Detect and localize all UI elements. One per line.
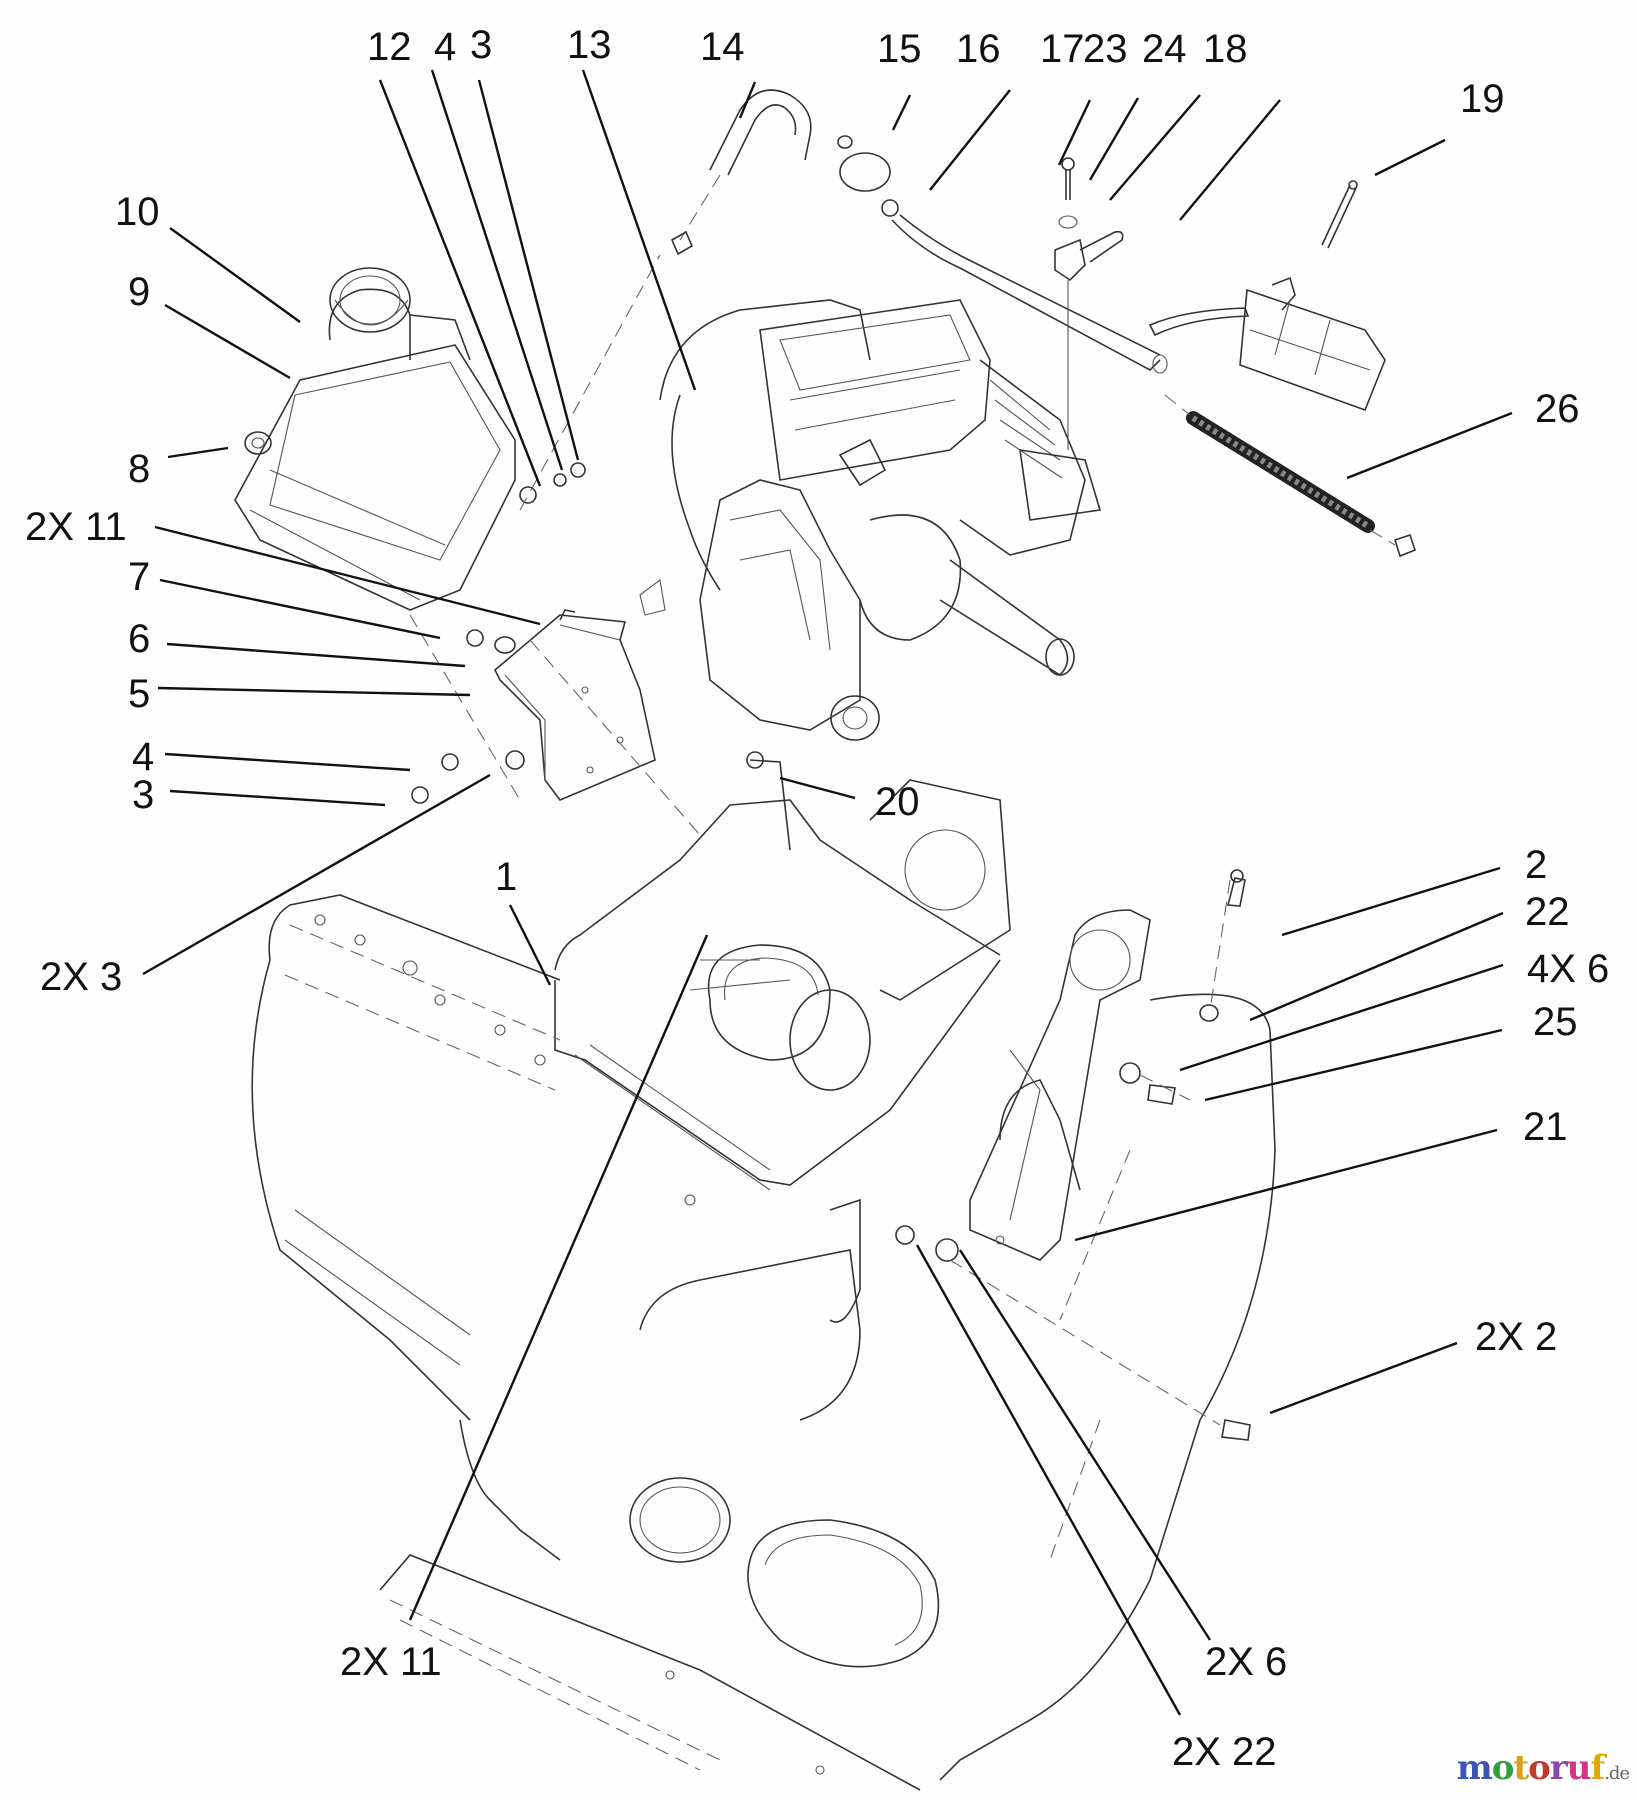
callout-12: 12: [367, 25, 412, 69]
leader-4x6: [1179, 963, 1504, 1072]
callout-19: 19: [1460, 77, 1505, 121]
leader-12: [378, 79, 542, 487]
leader-13: [581, 69, 697, 391]
callout-1: 1: [495, 855, 517, 899]
leader-26: [1346, 411, 1513, 480]
watermark-letter: t: [1513, 1748, 1529, 1788]
callout-25: 25: [1533, 1000, 1578, 1044]
leader-2x6: [958, 1249, 1212, 1641]
watermark-suffix: .de: [1604, 1763, 1630, 1784]
callout-2x22: 2X 22: [1172, 1730, 1277, 1774]
callout-5: 5: [128, 672, 150, 716]
choke-lever: [1054, 157, 1124, 450]
fuel-cap: [329, 267, 411, 333]
leader-15: [891, 94, 912, 131]
watermark-letter: o: [1528, 1748, 1551, 1788]
leader-18: [1179, 99, 1281, 221]
callout-2x11-top: 2X 11: [25, 505, 127, 549]
callout-14: 14: [700, 25, 745, 69]
callout-16: 16: [956, 27, 1001, 71]
callout-3-top: 3: [470, 23, 492, 67]
callout-4-top: 4: [434, 25, 456, 69]
spring: [1164, 394, 1416, 558]
auger-housing: [251, 894, 1276, 1791]
callout-2x2: 2X 2: [1475, 1315, 1557, 1359]
callout-6: 6: [128, 617, 150, 661]
leader-3-left: [169, 789, 386, 807]
watermark-letter: m: [1456, 1748, 1493, 1788]
callout-8: 8: [128, 447, 150, 491]
leader-2x11-bottom: [408, 934, 709, 1621]
leader-2x22: [915, 1244, 1182, 1716]
tank-hardware: [519, 254, 661, 511]
watermark-letter: o: [1491, 1748, 1515, 1788]
callout-2: 2: [1525, 843, 1547, 887]
callout-2x11-bottom: 2X 11: [340, 1640, 442, 1684]
callout-13: 13: [567, 23, 612, 67]
leader-16: [929, 89, 1011, 191]
callout-22: 22: [1525, 890, 1570, 934]
mounting-plate: [554, 751, 1011, 1191]
callout-10: 10: [115, 190, 160, 234]
watermark-letter: r: [1549, 1748, 1568, 1788]
leader-17: [1057, 99, 1092, 166]
callout-4-left: 4: [132, 735, 154, 779]
leader-2x3: [142, 773, 491, 976]
watermark-text: motoruf: [1456, 1748, 1605, 1788]
leader-5: [157, 686, 471, 697]
watermark-letter: u: [1566, 1748, 1592, 1788]
callout-21: 21: [1523, 1105, 1568, 1149]
callout-15: 15: [877, 27, 922, 71]
callout-18: 18: [1203, 27, 1248, 71]
watermark-logo: motoruf.de: [1456, 1748, 1630, 1788]
callout-17: 17: [1040, 27, 1085, 71]
leader-20: [779, 776, 856, 800]
leader-8: [167, 446, 229, 459]
fuel-tank: [234, 288, 516, 611]
callout-7: 7: [128, 555, 150, 599]
callout-4x6: 4X 6: [1527, 947, 1609, 991]
callout-23: 23: [1083, 27, 1128, 71]
watermark-letter: f: [1590, 1748, 1605, 1788]
grommet: [244, 431, 272, 455]
leader-2x11-top: [154, 525, 541, 626]
leader-7: [159, 578, 441, 640]
leader-24: [1109, 94, 1201, 201]
callout-2x3: 2X 3: [40, 955, 122, 999]
leader-10: [169, 227, 301, 323]
fuel-line: [670, 89, 1168, 374]
leader-22: [1249, 911, 1504, 1022]
control-assembly: [1148, 180, 1386, 412]
leader-3-top: [477, 79, 580, 461]
leader-21: [1074, 1128, 1498, 1242]
leader-lines: [142, 69, 1513, 1716]
callout-24: 24: [1142, 27, 1187, 71]
callout-3-left: 3: [132, 773, 154, 817]
left-bracket: [409, 609, 701, 836]
leader-25: [1204, 1028, 1503, 1102]
callout-20: 20: [875, 780, 920, 824]
leader-9: [164, 303, 291, 380]
leader-23: [1088, 97, 1140, 181]
callout-labels: 12 4 3 13 14 15 16 17 23 24 18 19 10 9 8…: [25, 23, 1609, 1774]
leader-19: [1374, 138, 1446, 177]
leader-1: [508, 904, 552, 986]
leader-4-top: [430, 69, 564, 471]
side-plate: [895, 869, 1251, 1441]
leader-6: [166, 642, 466, 668]
callout-9: 9: [128, 270, 150, 314]
leader-2x2: [1269, 1341, 1458, 1415]
leader-14: [738, 81, 757, 119]
leader-4-left: [164, 752, 411, 772]
engine: [639, 299, 1102, 741]
callout-26: 26: [1535, 387, 1580, 431]
callout-2x6: 2X 6: [1205, 1640, 1287, 1684]
leader-2: [1281, 866, 1501, 937]
